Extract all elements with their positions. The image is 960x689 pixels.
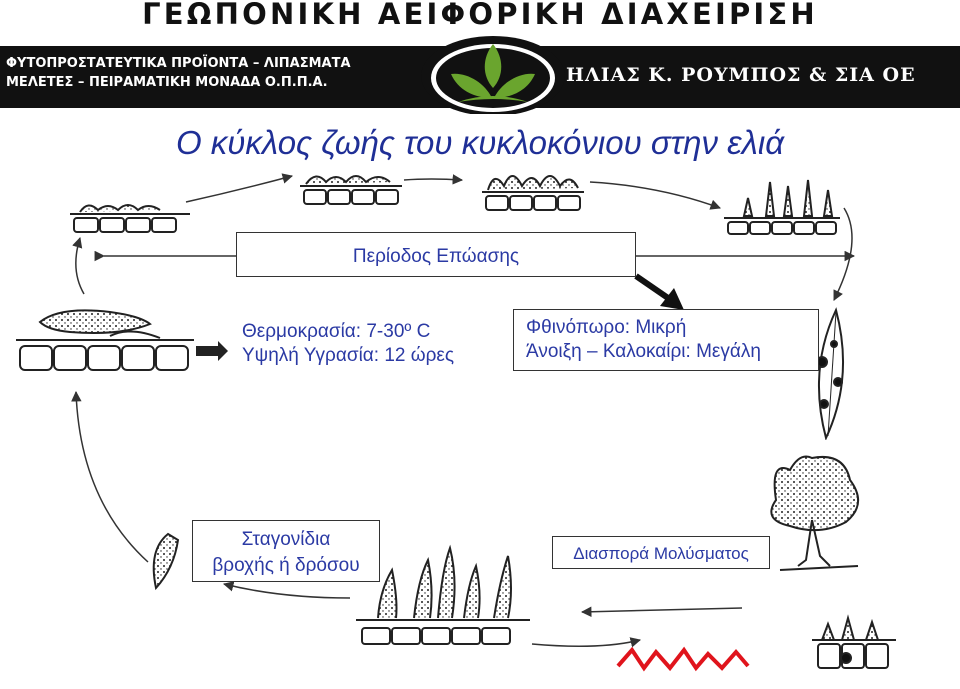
arrow-stage3-to-4	[590, 182, 720, 208]
zigzag-mark	[618, 650, 748, 668]
arrow-spore-to-germination	[76, 392, 148, 562]
leaf-section-stage-5	[812, 618, 896, 668]
seasons-box: Φθινόπωρο: Μικρή Άνοιξη – Καλοκαίρι: Μεγ…	[513, 309, 819, 371]
conditions-box: Θερμοκρασία: 7-30º C Υψηλή Υγρασία: 12 ώ…	[230, 312, 490, 372]
arrow-spread-left	[582, 608, 742, 612]
conidium-spore	[154, 534, 178, 588]
incubation-period-box: Περίοδος Επώασης	[236, 232, 636, 277]
arrow-stage4-to-leaf	[834, 208, 852, 300]
diagonal-arrow-icon	[636, 276, 684, 310]
leaf-cells-stage-4	[724, 180, 840, 234]
autumn-text: Φθινόπωρο: Μικρή	[526, 316, 818, 340]
droplets-line-2: βροχής ή δρόσου	[193, 553, 379, 579]
leaf-cells-stage-3	[482, 176, 584, 210]
arrow-germination-to-stage1	[76, 238, 84, 294]
arrow-spread-right	[532, 640, 640, 646]
humidity-text: Υψηλή Υγρασία: 12 ώρες	[242, 344, 490, 368]
germinating-spore-cells	[16, 310, 194, 370]
arrow-colony-to-droplets	[224, 584, 350, 598]
sporulating-colony	[356, 548, 530, 644]
arrow-stage1-to-2	[186, 176, 292, 202]
infected-leaf	[817, 310, 843, 438]
arrow-stage2-to-3	[404, 179, 462, 180]
droplets-box: Σταγονίδια βροχής ή δρόσου	[192, 520, 380, 582]
leaf-cells-stage-2	[300, 176, 402, 204]
droplets-line-1: Σταγονίδια	[193, 527, 379, 553]
arrow-right-icon	[196, 341, 228, 361]
temperature-text: Θερμοκρασία: 7-30º C	[242, 320, 490, 344]
olive-tree	[758, 440, 872, 600]
spring-summer-text: Άνοιξη – Καλοκαίρι: Μεγάλη	[526, 340, 818, 364]
infection-spread-box: Διασπορά Μολύσματος	[552, 536, 770, 569]
leaf-cells-stage-1	[70, 205, 190, 232]
